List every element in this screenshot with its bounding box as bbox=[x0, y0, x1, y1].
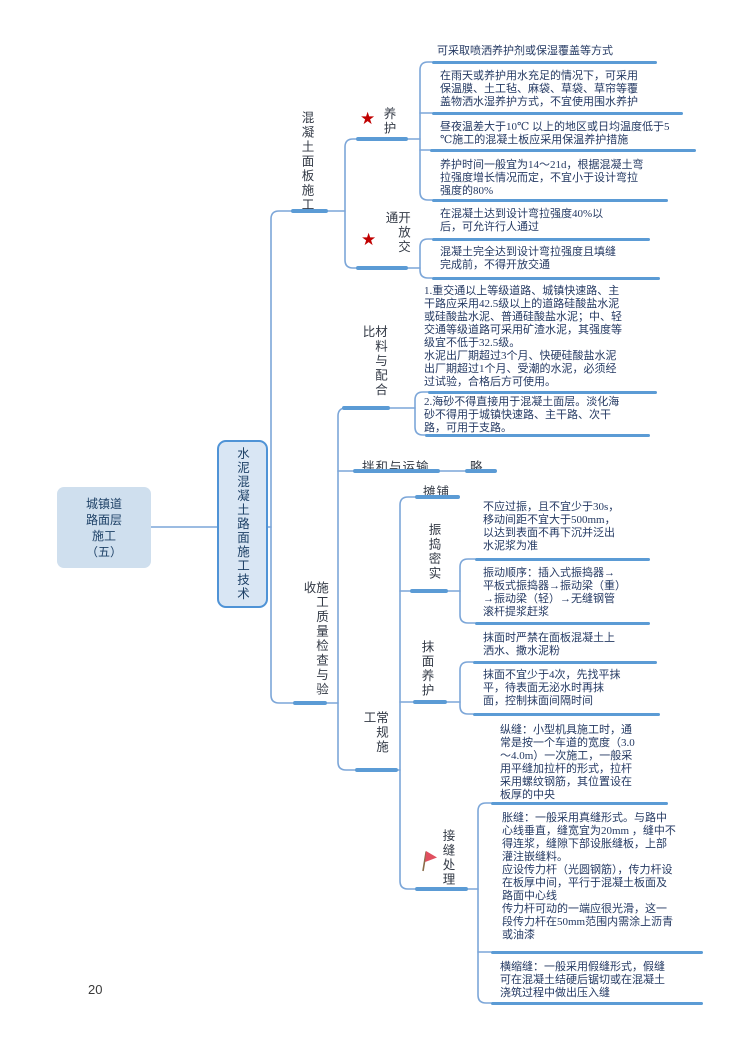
star-icon: ★ bbox=[360, 109, 376, 129]
level1-node: 水泥混凝土路面施工技术 bbox=[217, 440, 268, 608]
leaf-joints-3: 横缩缝：一般采用假缝形式，假缝可在混凝土结硬后锯切或在混凝土浇筑过程中做出压入缝 bbox=[500, 961, 665, 999]
node-label-routine: 常规施工 bbox=[361, 711, 389, 755]
underline-leaf bbox=[432, 61, 657, 64]
underline-curing bbox=[356, 137, 408, 141]
underline-leaf bbox=[432, 112, 683, 115]
leaf-curing-1: 可采取喷洒养护剂或保湿覆盖等方式 bbox=[437, 45, 613, 57]
leaf-open-traffic-2: 混凝土完全达到设计弯拉强度且填缝完成前，不得开放交通 bbox=[440, 246, 616, 271]
underline-leaf bbox=[491, 1002, 703, 1005]
node-label-vibration: 振捣密实 bbox=[426, 523, 441, 581]
branch-label-panel: 混凝土面板施工 bbox=[299, 111, 314, 213]
leaf-joints-2: 胀缝：一般采用真缝形式。与路中心线垂直，缝宽宜为20mm ，缝中不得连浆，缝隙下… bbox=[502, 812, 676, 941]
underline-finishing bbox=[413, 700, 447, 704]
leaf-finishing-2: 抹面不宜少于4次，先找平抹平，待表面无泌水时再抹面，控制抹面间隔时间 bbox=[483, 669, 621, 707]
underline-paving bbox=[415, 495, 460, 499]
underline-leaf bbox=[473, 661, 657, 664]
underline-leaf bbox=[491, 802, 668, 805]
underline-vibration bbox=[410, 589, 448, 593]
leaf-joints-1: 纵缝：小型机具施工时，通常是按一个车道的宽度（3.0～4.0m）一次施工，一般采… bbox=[500, 724, 635, 801]
underline-panel bbox=[291, 209, 328, 213]
leaf-curing-4: 养护时间一般宜为14～21d，根据混凝土弯拉强度增长情况而定，不宜小于设计弯拉强… bbox=[440, 159, 644, 197]
flag-icon bbox=[422, 851, 437, 872]
star-icon: ★ bbox=[361, 230, 377, 250]
node-label-open-traffic: 开放交通 bbox=[383, 211, 411, 255]
underline-quality bbox=[293, 701, 327, 705]
node-label-finishing: 抹面养护 bbox=[419, 640, 434, 698]
node-label-curing: 养护 bbox=[381, 107, 396, 136]
root-node: 城镇道 路面层 施工 （五） bbox=[57, 487, 151, 568]
underline-open-traffic bbox=[356, 266, 408, 270]
underline-material bbox=[342, 406, 390, 410]
underline-leaf bbox=[432, 238, 650, 241]
leaf-material-1: 1.重交通以上等级道路、城镇快速路、主干路应采用42.5级以上的道路硅酸盐水泥或… bbox=[424, 285, 622, 388]
underline-leaf bbox=[432, 199, 668, 202]
underline-leaf bbox=[473, 713, 660, 716]
node-label-material: 材料与配合比 bbox=[360, 325, 388, 398]
underline-leaf bbox=[432, 277, 660, 280]
underline-routine bbox=[355, 768, 398, 772]
underline-leaf bbox=[425, 434, 650, 437]
leaf-curing-2: 在雨天或养护用水充足的情况下，可采用保温膜、土工毡、麻袋、草袋、草帘等覆盖物洒水… bbox=[440, 70, 638, 108]
leaf-finishing-1: 抹面时严禁在面板混凝土上洒水、撒水泥粉 bbox=[483, 632, 615, 657]
page-number: 20 bbox=[88, 982, 103, 997]
leaf-curing-3: 昼夜温差大于10℃ 以上的地区或日均温度低于5 ℃施工的混凝土板应采用保温养护措… bbox=[440, 121, 670, 146]
underline-mixing bbox=[353, 469, 440, 473]
underline-joints bbox=[415, 887, 468, 891]
leaf-vibration-1: 不应过振，且不宜少于30s，移动间距不宜大于500mm，以达到表面不再下沉并泛出… bbox=[483, 501, 620, 552]
underline-note bbox=[465, 469, 497, 473]
underline-leaf bbox=[430, 149, 696, 152]
leaf-open-traffic-1: 在混凝土达到设计弯拉强度40%以后，可允许行人通过 bbox=[440, 208, 604, 233]
leaf-vibration-2: 振动顺序：插入式振捣器→平板式振捣器→振动梁（重）→振动梁（轻）→无缝钢管滚杆提… bbox=[483, 567, 621, 618]
branch-label-quality: 施工质量检查与验收 bbox=[301, 581, 329, 697]
underline-leaf bbox=[428, 391, 657, 394]
underline-leaf bbox=[475, 558, 650, 561]
level1-node-label: 水泥混凝土路面施工技术 bbox=[235, 447, 249, 601]
leaf-material-2: 2.海砂不得直接用于混凝土面层。淡化海砂不得用于城镇快速路、主干路、次干路，可用… bbox=[424, 396, 620, 434]
underline-leaf bbox=[475, 622, 650, 625]
node-label-joints: 接缝处理 bbox=[440, 829, 455, 887]
underline-leaf bbox=[491, 951, 703, 954]
